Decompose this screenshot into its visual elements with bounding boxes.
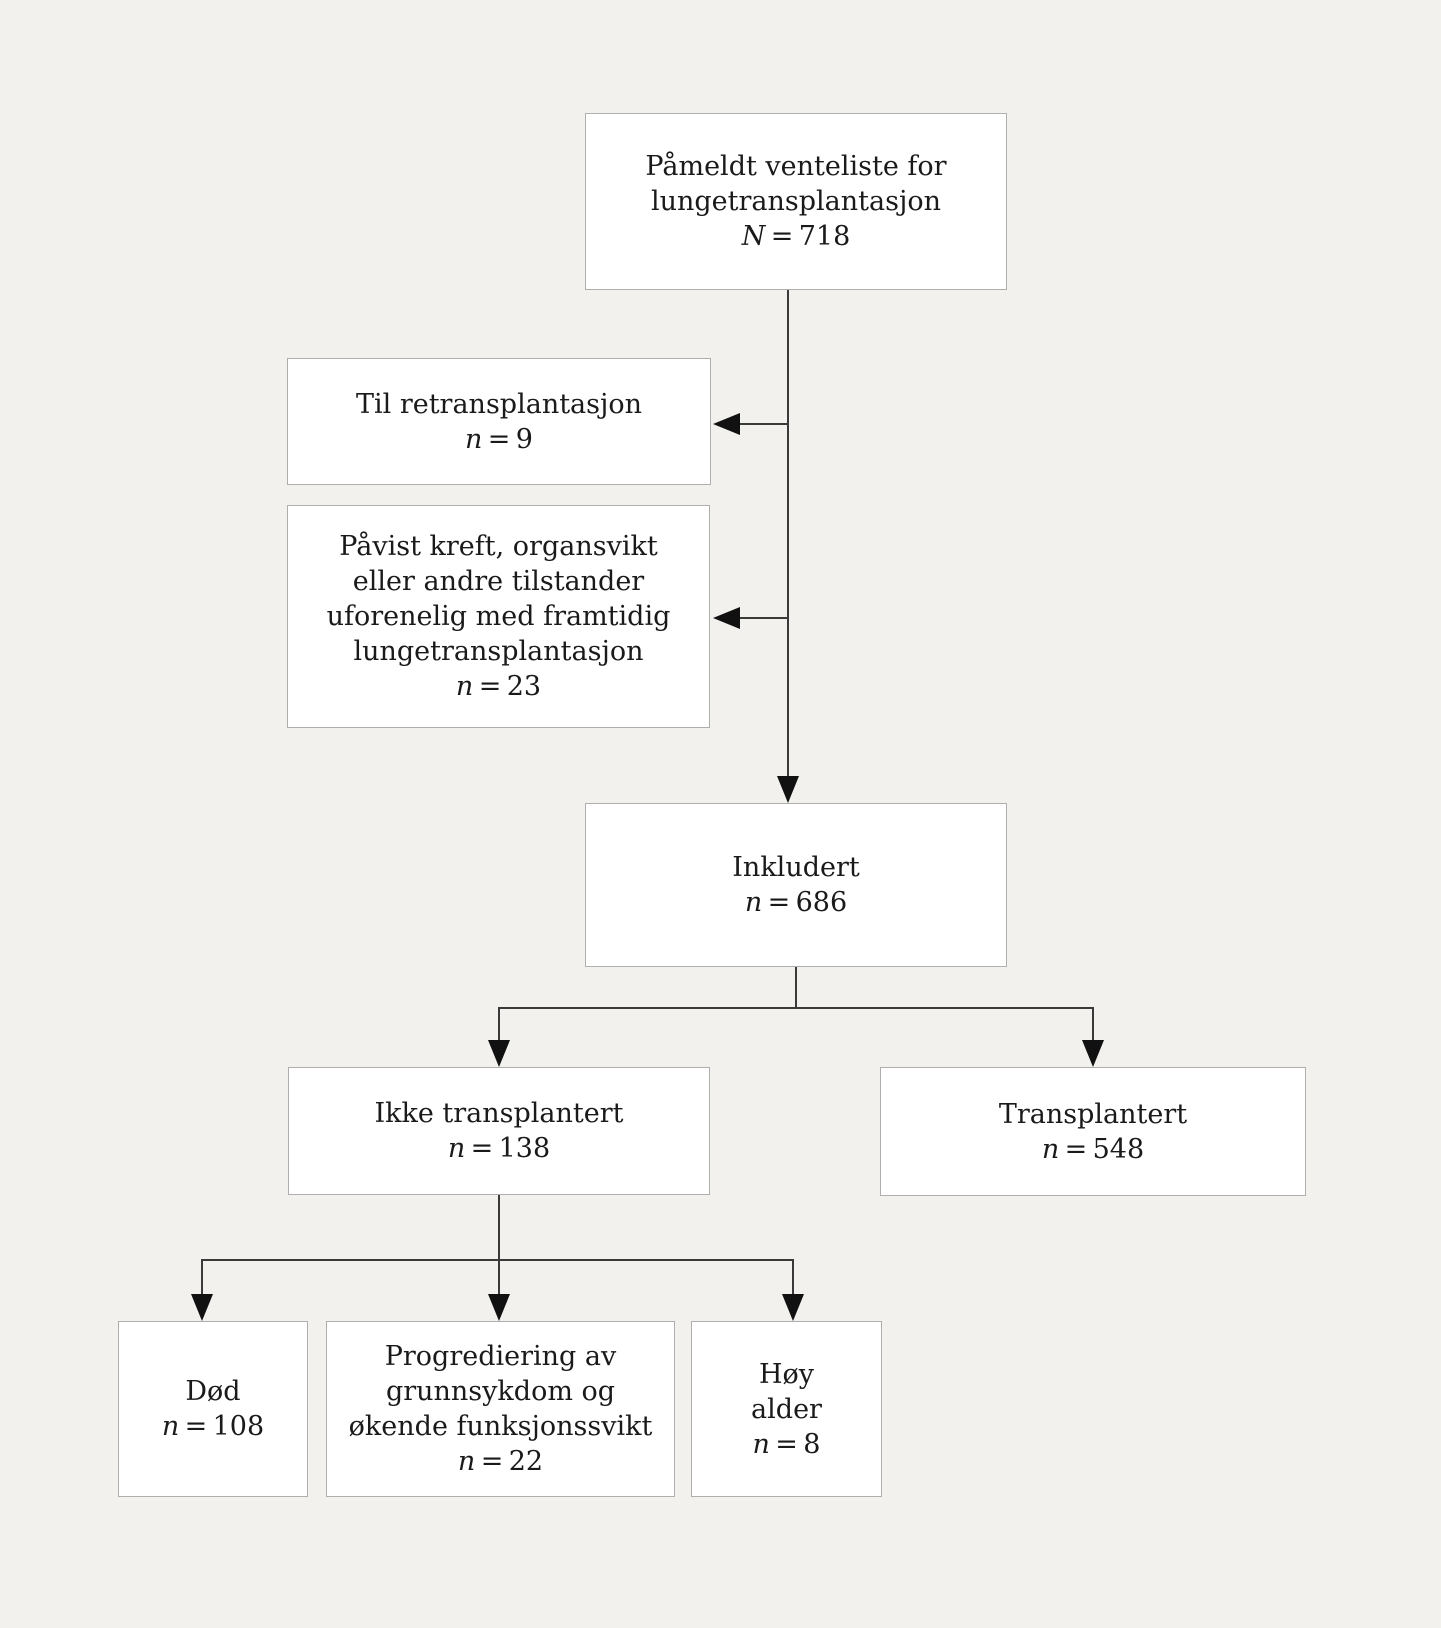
n-symbol: n (1041, 1133, 1060, 1165)
arrowhead-down-progression (488, 1294, 510, 1321)
n-value: = 23 (473, 671, 542, 702)
node-label: Progrediering av grunnsykdom og økende f… (348, 1341, 653, 1442)
node-label: Inkludert (732, 852, 860, 883)
connector-split-to-high-age (792, 1259, 794, 1297)
flow-node-transplanted: Transplantert n = 548 (880, 1067, 1306, 1196)
connector-to-excluded (739, 617, 788, 619)
n-value: = 108 (179, 1411, 265, 1442)
node-text: Høy alder n = 8 (751, 1357, 822, 1462)
n-value: = 9 (482, 423, 533, 455)
arrowhead-down-included (777, 776, 799, 803)
node-label: Til retransplantasjon (355, 388, 643, 420)
n-value: = 22 (475, 1446, 544, 1477)
node-count: n = 8 (751, 1427, 822, 1462)
flow-node-excluded: Påvist kreft, organsvikt eller andre til… (287, 505, 710, 728)
connector-split-to-dead (201, 1259, 203, 1297)
flow-node-not-transplanted: Ikke transplantert n = 138 (288, 1067, 710, 1195)
connector-included-down (795, 967, 797, 1009)
connector-waitlist-to-included (787, 290, 789, 779)
node-text: Inkludert n = 686 (732, 850, 859, 920)
connector-not-transplanted-down (498, 1195, 500, 1261)
n-symbol: n (744, 887, 763, 918)
connector-split-to-not-transplanted (498, 1007, 500, 1043)
connector-split-to-progression (498, 1259, 500, 1297)
flow-node-retransplant: Til retransplantasjon n = 9 (287, 358, 711, 485)
flow-node-dead: Død n = 108 (118, 1321, 308, 1497)
node-text: Død n = 108 (162, 1374, 264, 1444)
flow-node-progression: Progrediering av grunnsykdom og økende f… (326, 1321, 675, 1497)
n-value: = 548 (1059, 1133, 1145, 1165)
node-count: N = 718 (645, 219, 946, 254)
arrowhead-down-not-transplanted (488, 1040, 510, 1067)
node-count: n = 108 (162, 1409, 264, 1444)
arrowhead-left-excluded (713, 607, 740, 629)
node-count: n = 548 (999, 1132, 1187, 1167)
connector-split-included (498, 1007, 1094, 1009)
node-label: Transplantert (998, 1098, 1188, 1130)
flow-node-included: Inkludert n = 686 (585, 803, 1007, 967)
node-text: Transplantert n = 548 (999, 1097, 1187, 1167)
node-text: Påmeldt venteliste for lungetransplantas… (645, 149, 946, 254)
arrowhead-left-retransplant (713, 413, 740, 435)
node-label: Påmeldt venteliste for lungetransplantas… (645, 151, 947, 217)
n-symbol: n (457, 1446, 476, 1477)
connector-split-to-transplanted (1092, 1007, 1094, 1043)
n-value: = 8 (769, 1428, 821, 1460)
node-label: Død (185, 1376, 241, 1407)
node-text: Ikke transplantert n = 138 (374, 1096, 623, 1166)
arrowhead-down-transplanted (1082, 1040, 1104, 1067)
arrowhead-down-dead (191, 1294, 213, 1321)
flow-node-high-age: Høy alder n = 8 (691, 1321, 882, 1497)
node-count: n = 9 (356, 422, 642, 457)
n-value: = 686 (762, 887, 848, 918)
n-symbol: n (447, 1133, 466, 1164)
node-label: Ikke transplantert (374, 1098, 624, 1129)
arrowhead-down-high-age (782, 1294, 804, 1321)
n-symbol: n (455, 671, 474, 702)
connector-to-retransplant (739, 423, 788, 425)
node-text: Progrediering av grunnsykdom og økende f… (349, 1339, 653, 1479)
n-symbol: n (752, 1428, 770, 1460)
n-symbol: n (465, 423, 483, 455)
node-count: n = 686 (732, 885, 859, 920)
n-value: = 138 (465, 1133, 551, 1164)
node-count: n = 138 (374, 1131, 623, 1166)
node-count: n = 23 (327, 669, 671, 704)
connector-split-not-transplanted (201, 1259, 794, 1261)
n-symbol: N (741, 221, 766, 252)
node-label: Høy alder (751, 1358, 822, 1425)
node-count: n = 22 (349, 1444, 653, 1479)
n-value: = 718 (765, 221, 851, 252)
node-text: Påvist kreft, organsvikt eller andre til… (327, 529, 671, 704)
node-text: Til retransplantasjon n = 9 (356, 387, 642, 457)
flow-node-waitlist: Påmeldt venteliste for lungetransplantas… (585, 113, 1007, 290)
node-label: Påvist kreft, organsvikt eller andre til… (326, 531, 671, 667)
n-symbol: n (161, 1411, 180, 1442)
